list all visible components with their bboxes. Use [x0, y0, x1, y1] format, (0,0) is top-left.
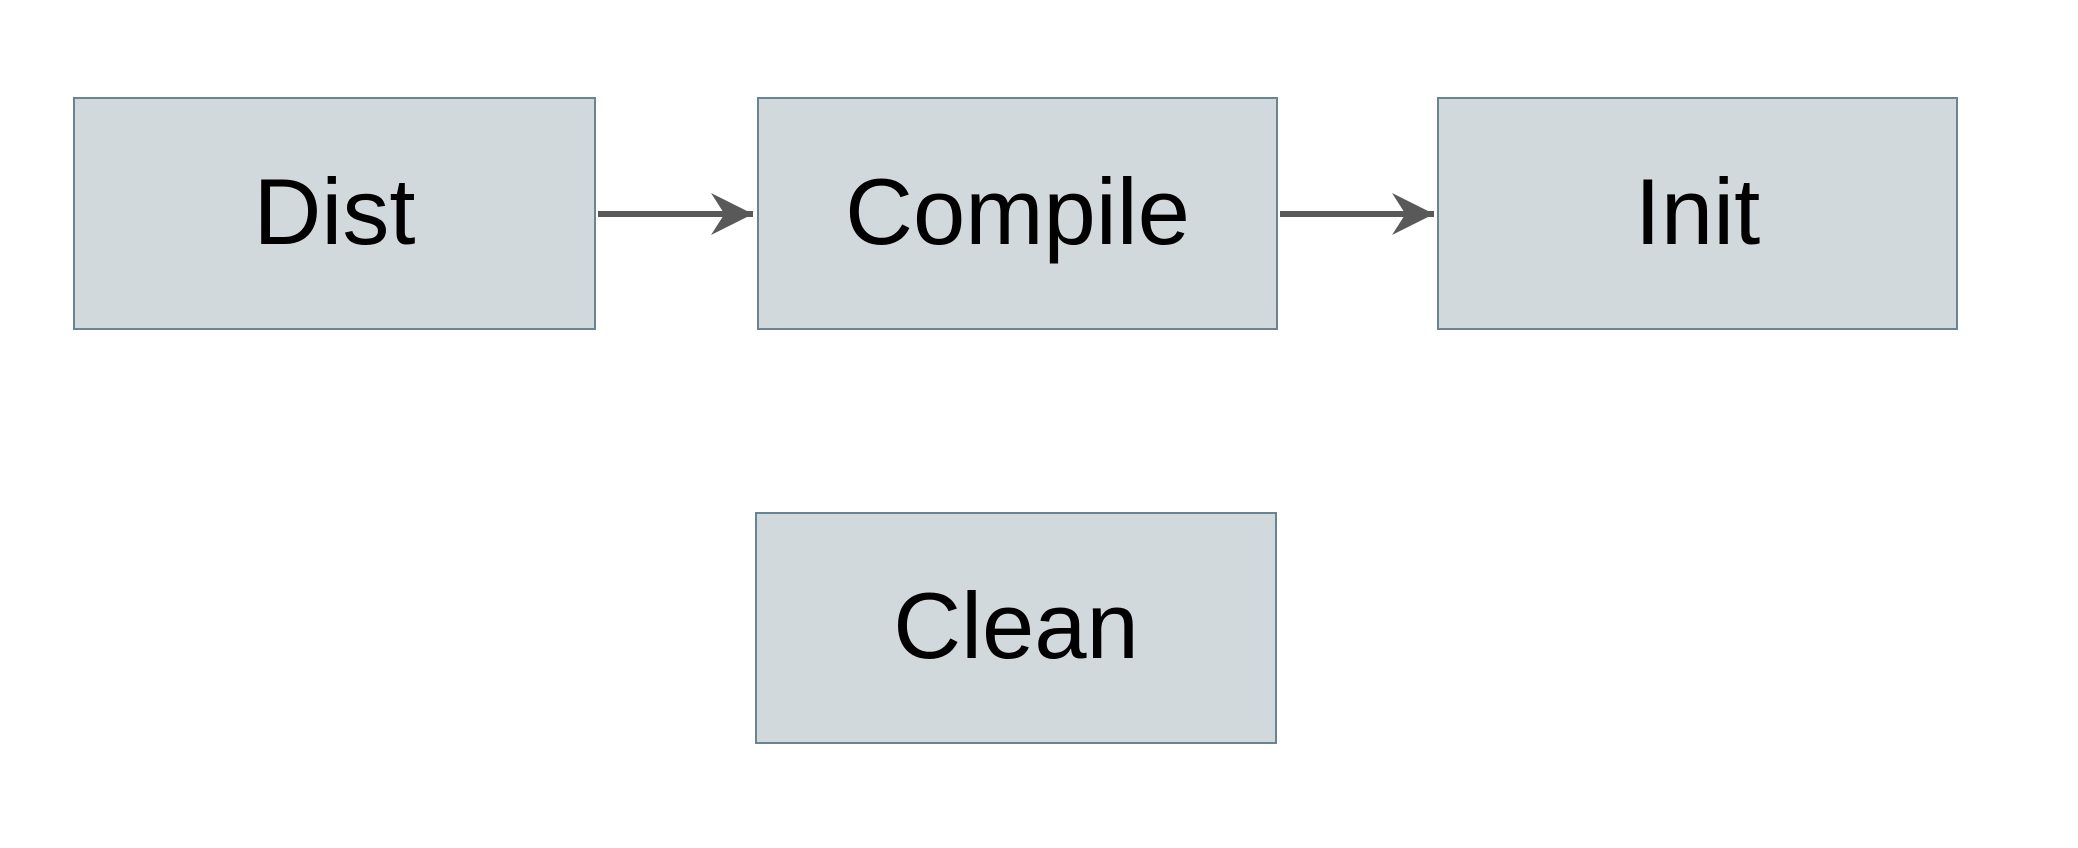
- node-clean-label: Clean: [893, 573, 1139, 678]
- node-compile: Compile: [757, 97, 1278, 330]
- node-init: Init: [1437, 97, 1958, 330]
- node-dist-label: Dist: [253, 158, 416, 264]
- node-dist: Dist: [73, 97, 596, 330]
- node-init-label: Init: [1634, 158, 1761, 264]
- node-clean: Clean: [755, 512, 1277, 744]
- node-compile-label: Compile: [845, 158, 1190, 264]
